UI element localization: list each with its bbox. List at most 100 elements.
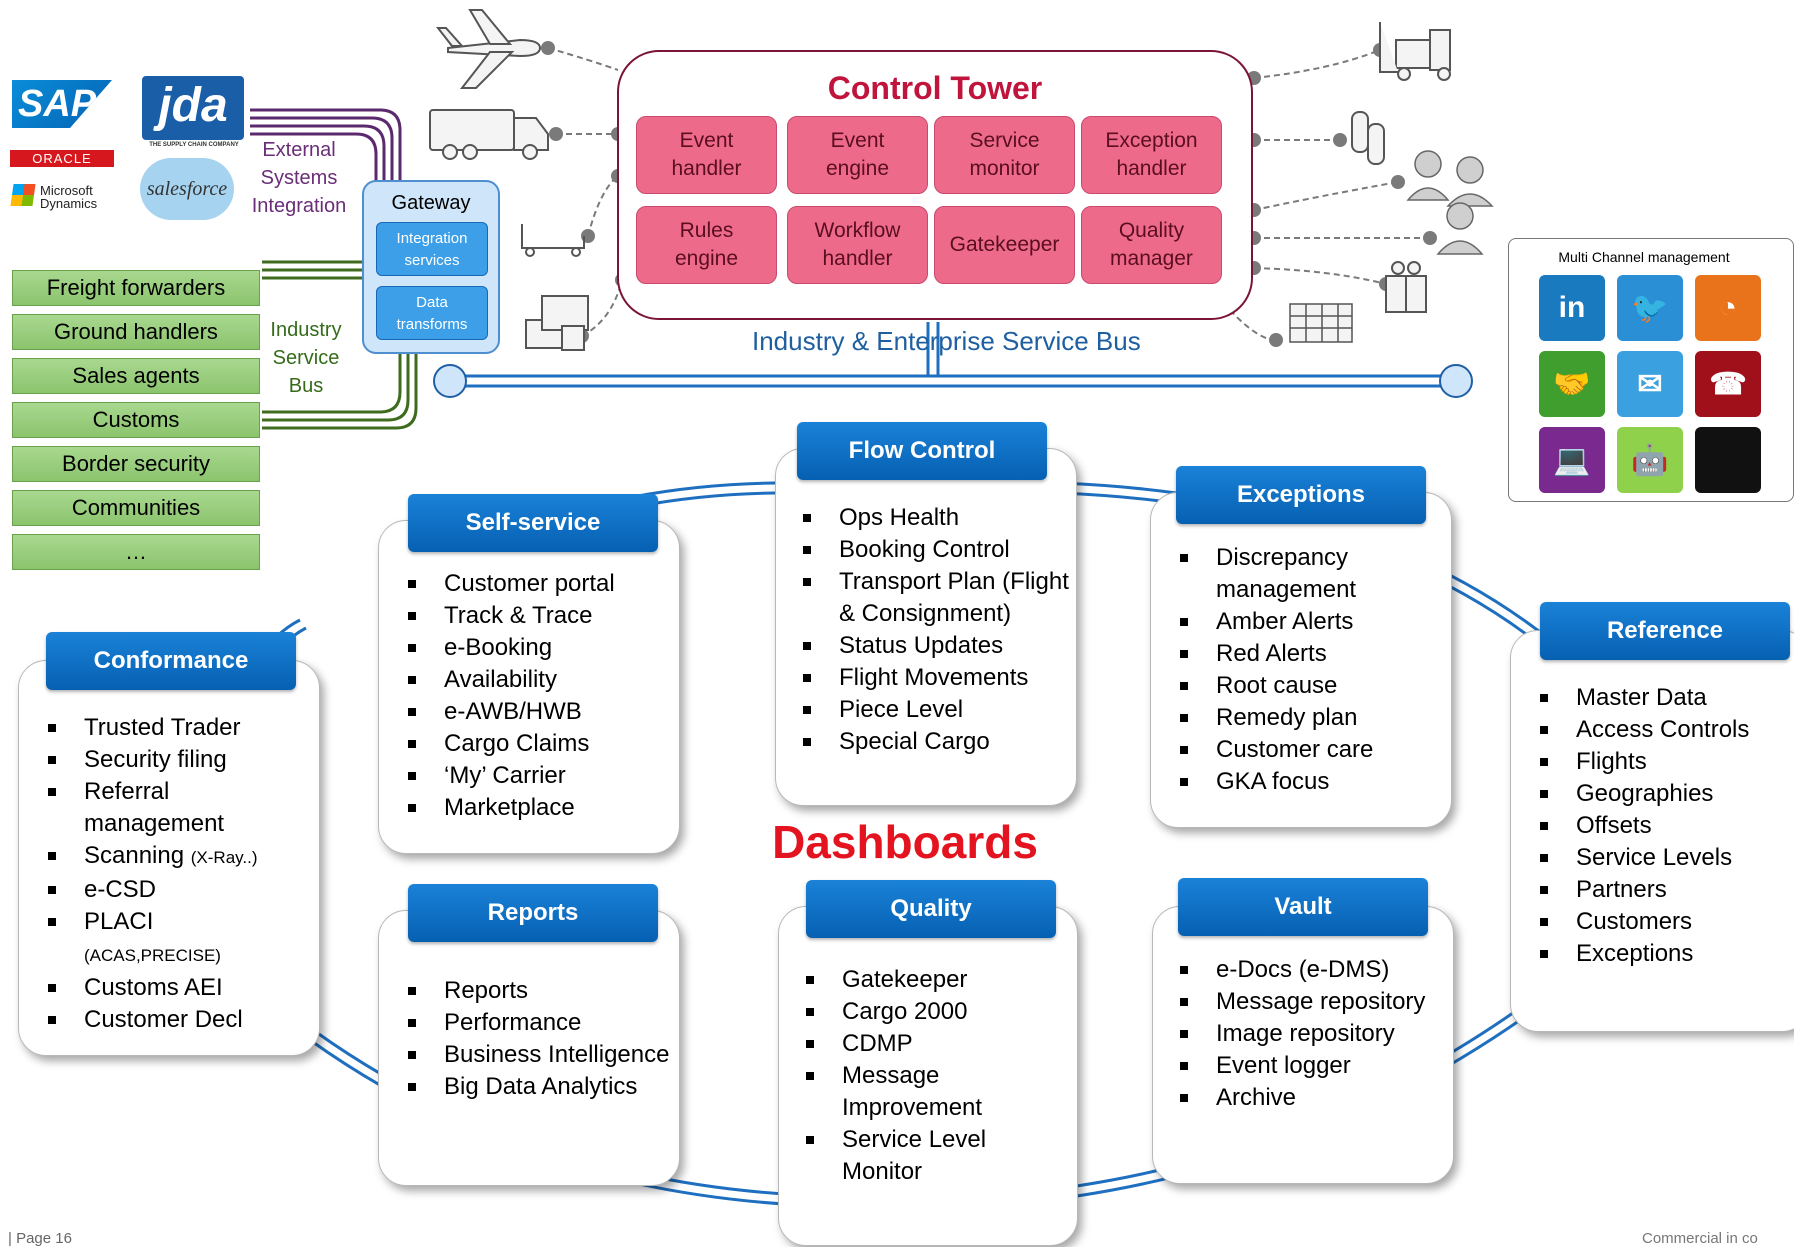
android-icon: 🤖 — [1617, 427, 1683, 493]
list-item: Scanning (X-Ray..) — [44, 840, 314, 874]
exceptions-list: Discrepancy management Amber Alerts Red … — [1176, 542, 1446, 798]
list-item: Marketplace — [404, 792, 674, 824]
partner-item: Customs — [12, 402, 260, 438]
control-tower-title: Control Tower — [827, 70, 1043, 106]
list-item: PLACI(ACAS,PRECISE) — [44, 906, 314, 972]
gateway-title: Gateway — [391, 192, 471, 214]
partner-item: Freight forwarders — [12, 270, 260, 306]
list-item: Cargo Claims — [404, 728, 674, 760]
list-item: e-AWB/HWB — [404, 696, 674, 728]
list-item: e-Booking — [404, 632, 674, 664]
conformance-header: Conformance — [46, 632, 296, 690]
vault-header: Vault — [1178, 878, 1428, 936]
list-item: Master Data — [1536, 682, 1794, 714]
reports-header: Reports — [408, 884, 658, 942]
list-item: Ops Health — [799, 502, 1069, 534]
conformance-panel — [18, 660, 320, 1056]
list-item: Message Improvement — [802, 1060, 1072, 1124]
telephone-icon: ☎ — [1695, 351, 1761, 417]
service-bus-label: Industry & Enterprise Service Bus — [752, 326, 1141, 356]
pallet-trolley-icon — [521, 224, 585, 257]
partner-item: Border security — [12, 446, 260, 482]
linkedin-icon: in — [1539, 275, 1605, 341]
self-service-list: Customer portal Track & Trace e-Booking … — [404, 568, 674, 824]
gift-boxes-icon — [1385, 261, 1427, 313]
list-item: GKA focus — [1176, 766, 1446, 798]
page-number: | Page 16 — [8, 1230, 72, 1247]
microsoft-text: Microsoft — [40, 183, 93, 198]
jda-tagline: THE SUPPLY CHAIN COMPANY — [149, 142, 239, 148]
flow-control-header: Flow Control — [797, 422, 1047, 480]
confidentiality-note: Commercial in co — [1642, 1230, 1758, 1247]
container-stack-icon — [1289, 303, 1353, 343]
microsoft-flag-icon — [10, 184, 36, 206]
reference-header: Reference — [1540, 602, 1790, 660]
laptop-icon: 💻 — [1539, 427, 1605, 493]
list-item: Customer portal — [404, 568, 674, 600]
list-item: Customs AEI — [44, 972, 314, 1004]
list-item: Performance — [404, 1007, 674, 1039]
partner-item: Communities — [12, 490, 260, 526]
conformance-list: Trusted Trader Security filing Referral … — [44, 712, 314, 1036]
list-item: CDMP — [802, 1028, 1072, 1060]
reference-panel — [1510, 630, 1794, 1032]
self-service-panel — [378, 520, 680, 854]
airplane-icon — [435, 9, 542, 89]
list-item: ‘My’ Carrier — [404, 760, 674, 792]
partner-item: … — [12, 534, 260, 570]
dynamics-text: Dynamics — [40, 196, 98, 211]
list-item: Red Alerts — [1176, 638, 1446, 670]
placi-note: (ACAS,PRECISE) — [84, 946, 221, 965]
list-item: Transport Plan (Flight & Consignment) — [799, 566, 1069, 630]
exceptions-header: Exceptions — [1176, 466, 1426, 524]
people-icon — [1406, 150, 1494, 255]
partner-list: Freight forwarders Ground handlers Sales… — [12, 270, 260, 578]
list-item: Amber Alerts — [1176, 606, 1446, 638]
flow-control-panel — [775, 448, 1077, 806]
list-item: Referral management — [44, 776, 314, 840]
list-item: Root cause — [1176, 670, 1446, 702]
gas-cylinders-icon — [1351, 111, 1385, 165]
exceptions-panel — [1150, 492, 1452, 828]
list-item: Availability — [404, 664, 674, 696]
list-item: Offsets — [1536, 810, 1794, 842]
list-item: Security filing — [44, 744, 314, 776]
list-item: Reports — [404, 975, 674, 1007]
self-service-header: Self-service — [408, 494, 658, 552]
reports-panel — [378, 910, 680, 1186]
list-item: Discrepancy management — [1176, 542, 1446, 606]
list-item: Image repository — [1176, 1018, 1446, 1050]
list-item: Flight Movements — [799, 662, 1069, 694]
list-item: Flights — [1536, 746, 1794, 778]
list-item: Status Updates — [799, 630, 1069, 662]
twitter-icon: 🐦 — [1617, 275, 1683, 341]
multi-channel-title: Multi Channel management — [1558, 249, 1730, 265]
rss-icon: ◔ — [1695, 275, 1761, 341]
list-item: Customer care — [1176, 734, 1446, 766]
dashboards-title: Dashboards — [772, 816, 1038, 868]
oracle-logo: ORACLE — [10, 150, 114, 167]
list-item: Customers — [1536, 906, 1794, 938]
list-item: Message repository — [1176, 986, 1446, 1018]
reports-list: Reports Performance Business Intelligenc… — [404, 975, 674, 1103]
list-item: Customer Decl — [44, 1004, 314, 1036]
quality-panel — [778, 906, 1078, 1246]
list-item: Business Intelligence — [404, 1039, 674, 1071]
list-item: Partners — [1536, 874, 1794, 906]
jda-logo: jda — [142, 76, 244, 140]
list-item: Exceptions — [1536, 938, 1794, 970]
list-item: Service Level Monitor — [802, 1124, 1072, 1188]
list-item: Geographies — [1536, 778, 1794, 810]
list-item: Service Levels — [1536, 842, 1794, 874]
list-item: Cargo 2000 — [802, 996, 1072, 1028]
email-icon: ✉ — [1617, 351, 1683, 417]
boxes-icon — [525, 295, 589, 351]
